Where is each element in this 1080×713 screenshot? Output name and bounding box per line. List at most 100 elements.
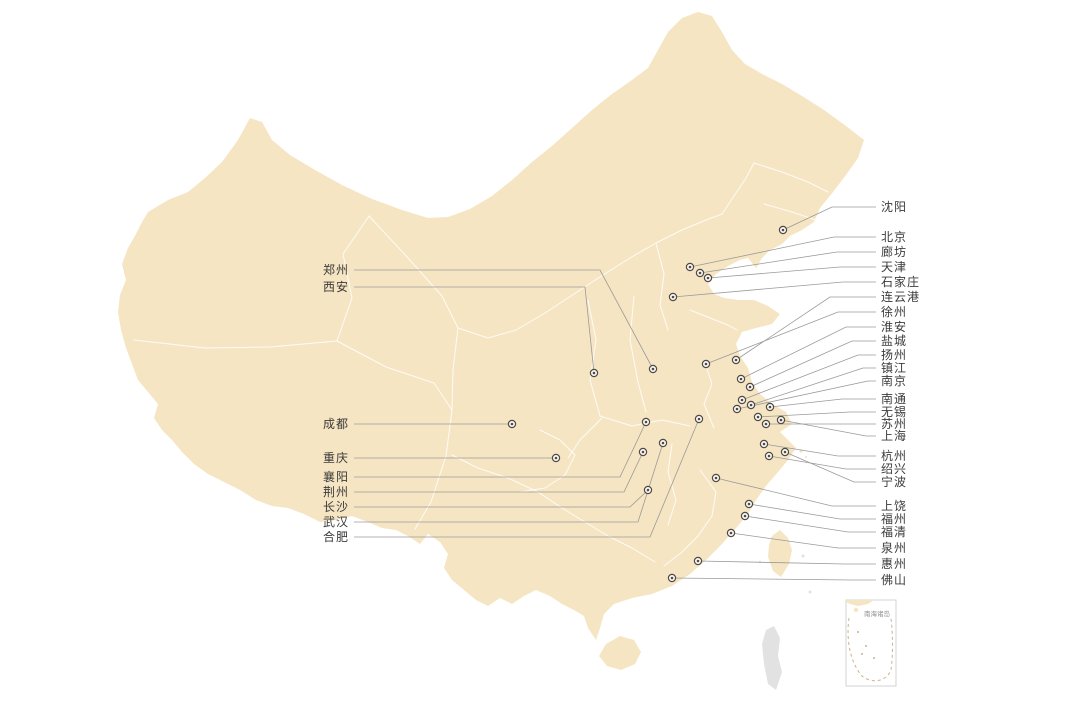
city-marker-shijiazhuang [668,292,678,302]
city-marker-shenyang [778,225,788,235]
city-label-wuhan: 武汉 [322,515,349,529]
city-marker-fuzhou [744,499,754,509]
city-label-fuzhou: 福州 [881,512,908,526]
city-label-nanjing: 南京 [881,374,908,388]
city-marker-foshan [667,573,677,583]
city-marker-yancheng [745,382,755,392]
city-label-shanghai: 上海 [881,429,908,443]
city-label-chengdu: 成都 [322,417,349,431]
leader-line-changsha [354,489,649,508]
city-label-fuqing: 福清 [881,525,908,539]
china-mainland [118,12,864,640]
leader-line-wuxi [757,411,876,418]
leader-line-tianjin [707,266,876,279]
city-marker-shaoxing [764,451,774,461]
leader-line-quanzhou [730,532,876,549]
city-marker-chengdu [507,419,517,429]
south-china-sea-inset: 南海诸岛 [845,599,897,687]
city-marker-jingzhou [638,447,648,457]
city-marker-quanzhou [726,528,736,538]
city-label-lianyungang: 连云港 [881,290,921,304]
city-marker-wuxi [753,412,763,422]
city-label-zhengzhou: 郑州 [322,263,349,277]
city-label-quanzhou: 泉州 [881,541,908,555]
city-marker-shanghai [776,415,786,425]
leader-line-xuzhou [705,311,876,365]
city-marker-chongqing [551,453,561,463]
city-label-shijiazhuang: 石家庄 [881,275,921,289]
leader-line-shanghai [780,419,876,437]
city-marker-xian [589,368,599,378]
leader-line-fuzhou [748,503,876,520]
city-marker-ningbo [780,447,790,457]
city-label-tianjin: 天津 [881,260,908,274]
city-label-ningbo: 宁波 [881,475,908,489]
leader-line-shenyang [782,206,876,231]
city-label-shangrao: 上饶 [881,499,908,513]
city-marker-suzhou [761,419,771,429]
leader-line-huaian [740,326,876,380]
city-markers [507,225,790,583]
taiwan-island [768,530,792,577]
city-label-langfang: 廊坊 [881,245,908,259]
leader-line-xian [354,286,595,374]
leader-line-wuhan [354,442,664,523]
leader-line-zhengzhou [354,269,654,370]
city-marker-hefei [694,414,704,424]
city-marker-yangzhou [737,395,747,405]
city-label-yancheng: 盐城 [881,334,908,348]
leader-line-lianyungang [735,296,876,361]
leader-line-nanjing [736,380,876,410]
leader-line-fuqing [744,515,876,533]
city-label-wuxi: 无锡 [881,405,908,419]
city-label-xuzhou: 徐州 [881,305,908,319]
leader-line-shangrao [715,477,876,507]
city-label-hangzhou: 杭州 [881,449,908,463]
city-label-zhenjiang: 镇江 [881,361,908,375]
leader-line-yancheng [749,340,876,388]
city-label-huizhou: 惠州 [881,557,908,571]
inset-dash-line [847,617,893,682]
leader-line-jingzhou [354,451,644,493]
leader-line-zhenjiang [750,367,876,406]
city-marker-beijing [685,262,695,272]
city-marker-lianyungang [731,355,741,365]
leader-line-shijiazhuang [672,281,876,298]
inset-border [845,599,897,687]
city-marker-tianjin [703,273,713,283]
city-label-huaian: 淮安 [881,320,908,334]
city-label-foshan: 佛山 [881,573,908,587]
inset-coastline [846,600,874,606]
city-marker-changsha [643,485,653,495]
city-label-yangzhou: 扬州 [881,348,908,362]
city-marker-huizhou [693,556,703,566]
city-marker-zhengzhou [648,364,658,374]
leader-line-hangzhou [763,443,876,457]
hainan-island [599,636,641,670]
city-label-suzhou: 苏州 [881,417,908,431]
city-marker-xiangyang [641,417,651,427]
city-label-changsha: 长沙 [322,500,349,514]
city-label-hefei: 合肥 [322,530,349,544]
city-label-beijing: 北京 [881,230,908,244]
leader-line-beijing [689,236,876,268]
city-marker-fuqing [740,511,750,521]
city-marker-xuzhou [701,359,711,369]
leader-line-yangzhou [741,354,876,401]
city-marker-langfang [695,268,705,278]
leader-line-ningbo [784,451,876,483]
leader-line-xiangyang [354,421,647,478]
city-label-xian: 西安 [322,280,349,294]
city-marker-nantong [765,402,775,412]
city-label-chongqing: 重庆 [322,451,349,465]
leader-line-foshan [671,577,876,581]
city-marker-zhenjiang [746,400,756,410]
city-label-xiangyang: 襄阳 [322,470,349,484]
leader-line-hefei [354,418,700,538]
city-marker-hangzhou [759,439,769,449]
city-marker-shangrao [711,473,721,483]
inset-hainan [853,607,859,613]
leader-line-shaoxing [768,455,876,470]
leader-line-nantong [769,398,876,408]
